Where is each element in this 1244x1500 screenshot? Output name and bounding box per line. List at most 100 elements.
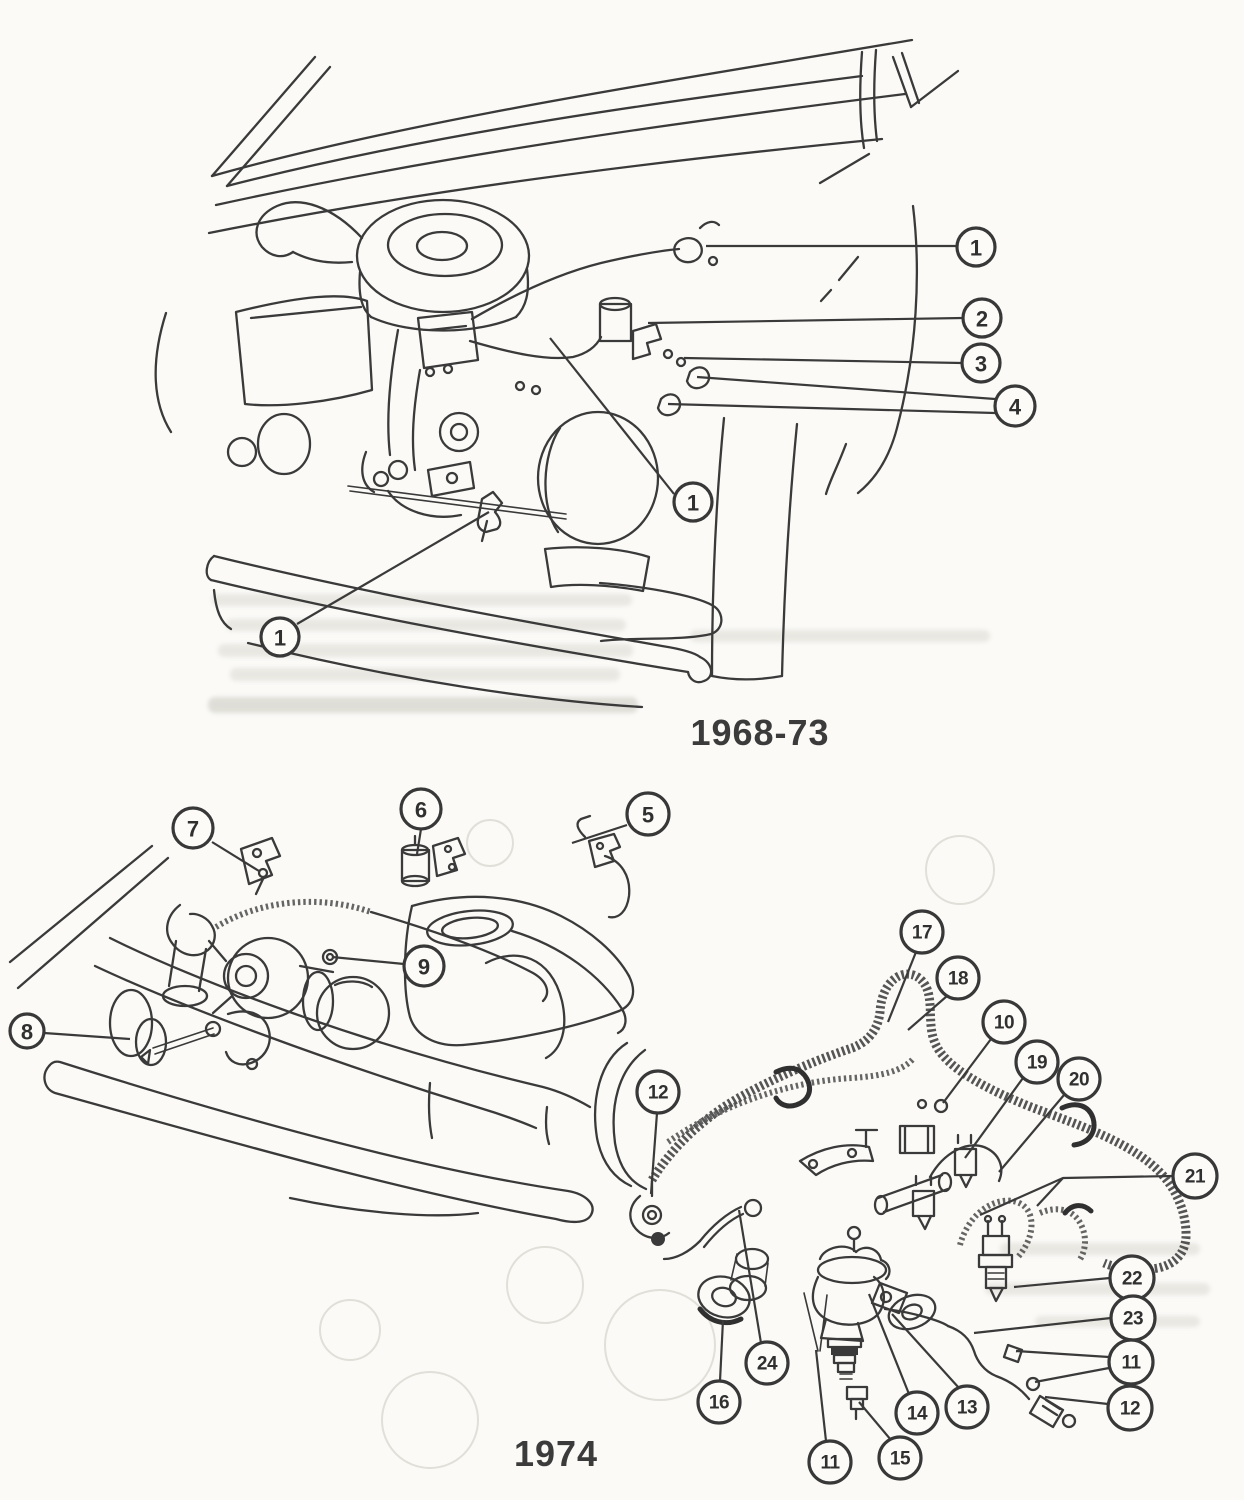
callout-number-1: 1 [274,626,286,651]
callout-number-19: 19 [1027,1053,1047,1074]
leader-line-6 [415,828,423,855]
callout-number-1: 1 [970,236,982,261]
callout-number-11: 11 [820,1453,840,1474]
callout-circle-8 [8,1012,46,1050]
braided-hose-secondary [666,1056,916,1145]
callout-circle-12 [635,1069,681,1115]
callout-circle-18 [935,955,981,1001]
callout-circle-7 [171,806,215,850]
leader-line-17 [886,951,918,1023]
callout-circle-6 [399,787,443,831]
callout-number-6: 6 [415,798,427,823]
callout-number-9: 9 [418,955,430,980]
figure-1974-line-art [8,814,1191,1429]
callout-number-8: 8 [21,1020,33,1045]
leader-line-18 [907,995,948,1031]
callout-circle-5 [625,791,671,837]
front-bumper [205,546,723,709]
leader-line-1 [296,511,490,625]
callout-number-18: 18 [948,969,968,990]
callout-number-1: 1 [687,491,699,516]
callout-circle-13 [944,1384,990,1430]
leader-line-5 [571,823,628,845]
callout-number-12: 12 [1120,1399,1140,1420]
air-pump [207,936,391,1051]
callout-circle-3 [960,342,1002,384]
leader-line-23 [973,1316,1112,1335]
leader-line-12 [1044,1395,1109,1406]
figure-caption-1974: 1974 [514,1433,598,1474]
callout-circle-12 [1106,1384,1154,1432]
callout-number-10: 10 [994,1013,1014,1034]
leader-line-11 [814,1349,828,1442]
callout-number-16: 16 [709,1393,729,1414]
callout-number-12: 12 [648,1083,668,1104]
callout-circle-4 [993,384,1037,428]
leader-line-3 [683,356,963,365]
leader-line-21 [979,1174,1174,1217]
callout-circle-21 [1171,1152,1219,1200]
callout-number-23: 23 [1123,1309,1143,1330]
leader-line-1 [549,337,675,495]
callout-circle-1 [955,226,997,268]
callout-circle-2 [961,297,1003,339]
callout-circle-9 [402,944,446,988]
leader-line-11 [1034,1366,1110,1384]
callout-number-2: 2 [976,307,988,332]
leader-line-12 [649,1112,659,1195]
callout-number-13: 13 [957,1398,977,1419]
leader-line-20 [998,1094,1065,1173]
leader-line-8 [43,1031,131,1041]
leader-line-22 [1013,1276,1111,1289]
callout-circle-19 [1014,1039,1060,1085]
callouts-1974: 7 6 5 9 8 17 18 10 19 20 21 12 22 23 11 12 13 14 16 24 11 15 [8,787,1219,1485]
leader-line-16 [718,1319,725,1382]
callout-number-24: 24 [757,1354,778,1375]
callout-circle-14 [894,1390,940,1436]
headlight-bucket [536,410,660,546]
check-valve [977,1214,1014,1303]
callout-circle-24 [744,1340,790,1386]
leader-line-21 [1036,1177,1064,1207]
leader-line-15 [858,1401,892,1441]
callout-number-22: 22 [1122,1269,1142,1290]
solenoid-valve [400,834,467,888]
callout-circle-1 [672,481,714,523]
callout-number-4: 4 [1009,395,1022,420]
callout-number-3: 3 [975,352,987,377]
leader-line-7 [211,841,260,872]
callout-circle-11 [1107,1338,1155,1386]
leader-line-4 [696,375,996,401]
leader-line-19 [964,1077,1024,1159]
callout-number-15: 15 [890,1449,911,1470]
leader-line-4 [667,402,996,415]
leader-line-9 [331,955,405,966]
callout-number-17: 17 [912,923,932,944]
callout-number-7: 7 [187,817,199,842]
callout-number-5: 5 [642,803,654,828]
leader-line-10 [942,1038,992,1104]
callout-circle-20 [1056,1056,1102,1102]
callout-number-14: 14 [907,1404,928,1425]
callout-number-20: 20 [1069,1070,1089,1091]
callout-number-11: 11 [1121,1353,1141,1374]
leader-line-24 [737,1209,763,1344]
leader-line-2 [647,316,964,325]
egr-valve [803,1245,891,1380]
callouts-1968-73: 1 2 34 1 1 [259,226,1037,658]
callout-circle-16 [696,1379,742,1425]
callout-circle-15 [877,1435,923,1481]
leader-line-11 [1015,1349,1110,1359]
callout-circle-11 [807,1439,853,1485]
braided-hose-main [648,969,1191,1275]
air-cleaner [255,198,531,332]
leader-line-13 [891,1313,960,1389]
callout-number-21: 21 [1185,1167,1206,1188]
callout-circle-17 [899,909,945,955]
figure-caption-1968-73: 1968-73 [690,712,829,753]
callout-circle-1 [259,616,301,658]
front-bumper [43,1060,594,1224]
leader-line-14 [867,1293,911,1395]
